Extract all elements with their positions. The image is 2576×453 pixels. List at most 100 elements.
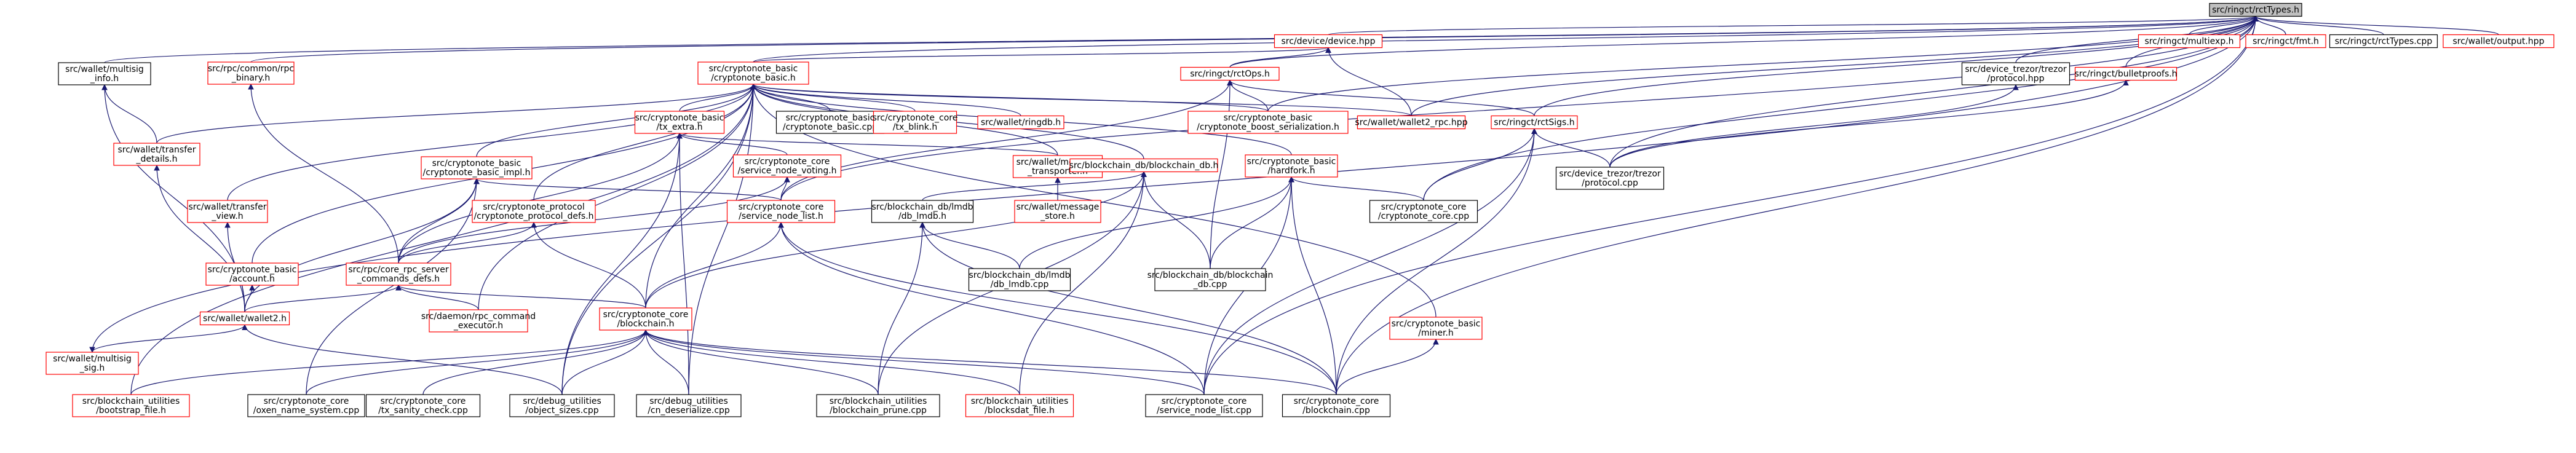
dependency-edge [780, 222, 1337, 395]
node-wallet2-h[interactable]: src/wallet/wallet2.h [199, 311, 290, 326]
node-output-hpp[interactable]: src/wallet/output.hpp [2443, 34, 2554, 49]
dependency-edge [645, 329, 1337, 395]
node-blockchain-prune[interactable]: src/blockchain_utilities/blockchain_prun… [816, 394, 940, 417]
dependency-edge [104, 16, 2256, 63]
node-trezor-protocol-cpp[interactable]: src/device_trezor/trezor/protocol.cpp [1555, 167, 1665, 190]
node-cryptonote-basic-cpp[interactable]: src/cryptonote_basic/cryptonote_basic.cp… [775, 111, 885, 134]
node-label: src/wallet/transfer [188, 202, 266, 212]
node-label: src/wallet/wallet2.h [203, 314, 287, 324]
node-service-node-list-cpp[interactable]: src/cryptonote_core/service_node_list.cp… [1145, 394, 1263, 417]
edge-arrowhead [1227, 79, 1233, 85]
node-multiexp[interactable]: src/ringct/multiexp.h [2138, 34, 2241, 49]
node-trezor-protocol-hpp[interactable]: src/device_trezor/trezor/protocol.hpp [1961, 62, 2071, 85]
dependency-edge [2015, 16, 2256, 63]
node-rctSigs[interactable]: src/ringct/rctSigs.h [1491, 115, 1578, 130]
node-label: /blockchain.h [617, 319, 674, 329]
node-cn-deserialize[interactable]: src/debug_utilities/cn_deserialize.cpp [636, 394, 742, 417]
node-label: src/cryptonote_core [745, 157, 830, 167]
edge-arrowhead [2253, 15, 2259, 22]
node-oxen-name-system[interactable]: src/cryptonote_core/oxen_name_system.cpp [247, 394, 365, 417]
node-boost-serialization[interactable]: src/cryptonote_basic/cryptonote_boost_se… [1187, 111, 1349, 134]
node-blockchain-db-cpp[interactable]: src/blockchain_db/blockchain_db.cpp [1147, 268, 1274, 291]
node-blockchain-h[interactable]: src/cryptonote_core/blockchain.h [599, 307, 692, 331]
node-box [46, 352, 139, 375]
node-object-sizes[interactable]: src/debug_utilities/object_sizes.cpp [509, 394, 615, 417]
node-label: src/wallet/wallet2_rpc.hpp [1355, 118, 1467, 128]
node-rpc-command-executor[interactable]: src/daemon/rpc_command_executor.h [421, 309, 536, 333]
node-tx-blink[interactable]: src/cryptonote_core/tx_blink.h [873, 111, 958, 134]
dependency-edge [679, 84, 754, 112]
node-rctOps[interactable]: src/ringct/rctOps.h [1180, 66, 1280, 81]
node-label: src/blockchain_db/lmdb [969, 270, 1070, 280]
node-fmt[interactable]: src/ringct/fmt.h [2245, 34, 2326, 49]
node-wallet-multisig-info[interactable]: src/wallet/multisig_info.h [58, 62, 151, 85]
node-rctTypes-cpp[interactable]: src/ringct/rctTypes.cpp [2329, 34, 2438, 49]
node-tx-sanity-check[interactable]: src/cryptonote_core/tx_sanity_check.cpp [365, 394, 481, 417]
node-box [1555, 167, 1665, 190]
node-protocol-defs[interactable]: src/cryptonote_protocol/cryptonote_proto… [472, 200, 596, 223]
node-label: /blockchain.cpp [1302, 406, 1370, 416]
node-label: _details.h [136, 154, 178, 164]
node-wallet2-hpp[interactable]: src/wallet/wallet2_rpc.hpp [1355, 115, 1468, 130]
node-ringdb[interactable]: src/wallet/ringdb.h [977, 115, 1064, 130]
node-transfer-view[interactable]: src/wallet/transfer_view.h [187, 200, 268, 223]
node-label: /db_lmdb.cpp [991, 280, 1049, 290]
node-blockchain-db-h[interactable]: src/blockchain_db/blockchain_db.h [1069, 158, 1219, 173]
node-box [472, 200, 596, 223]
dependency-edge [753, 84, 916, 112]
node-db-lmdb-cpp[interactable]: src/blockchain_db/lmdb/db_lmdb.cpp [968, 268, 1071, 291]
node-cryptonote-core-cpp[interactable]: src/cryptonote_core/cryptonote_core.cpp [1369, 200, 1478, 223]
node-miner[interactable]: src/cryptonote_basic/miner.h [1389, 317, 1483, 340]
node-bootstrap-file[interactable]: src/blockchain_utilities/bootstrap_file.… [72, 394, 190, 417]
node-label: src/device/device.hpp [1282, 37, 1376, 47]
node-rpc-common-binary[interactable]: src/rpc/common/rpc_binary.h [207, 61, 295, 85]
node-transfer-details[interactable]: src/wallet/transfer_details.h [113, 143, 200, 166]
node-box [199, 311, 290, 326]
node-rpc-server-commands[interactable]: src/rpc/core_rpc_server_commands_defs.h [346, 262, 451, 286]
node-service-node-list-h[interactable]: src/cryptonote_core/service_node_list.h [726, 200, 836, 223]
node-box [1389, 317, 1483, 340]
dependency-edge [561, 84, 754, 395]
node-label: src/device_trezor/trezor [1965, 65, 2067, 74]
node-device-device[interactable]: src/device/device.hpp [1274, 34, 1383, 49]
node-db-lmdb-h[interactable]: src/blockchain_db/lmdb/db_lmdb.h [871, 200, 974, 223]
node-basic-account[interactable]: src/cryptonote_basic/account.h [205, 262, 299, 286]
dependency-edge [1609, 84, 2016, 168]
node-label: /cryptonote_basic.cpp [783, 122, 878, 132]
node-label: /object_sizes.cpp [525, 406, 598, 416]
dependency-edge [156, 84, 754, 144]
node-wallet-multisig-sig[interactable]: src/wallet/multisig_sig.h [46, 352, 139, 375]
node-basic-impl[interactable]: src/cryptonote_basic/cryptonote_basic_im… [421, 156, 533, 179]
dependency-edge [753, 84, 1412, 117]
node-label: src/blockchain_utilities [82, 396, 180, 406]
node-blocksdat-file[interactable]: src/blockchain_utilities/blocksdat_file.… [965, 394, 1074, 417]
node-label: src/cryptonote_basic [1247, 157, 1336, 167]
node-service-node-voting[interactable]: src/cryptonote_core/service_node_voting.… [732, 154, 842, 178]
dependency-edge [1291, 176, 1424, 201]
edge-arrowhead [474, 178, 480, 184]
dependency-edge [878, 222, 923, 395]
edge-arrowhead [778, 221, 784, 228]
node-label: src/wallet/multisig [53, 354, 132, 364]
dependency-edge [753, 47, 1329, 63]
node-bulletproofs[interactable]: src/ringct/bulletproofs.h [2074, 66, 2178, 81]
node-blockchain-cpp[interactable]: src/cryptonote_core/blockchain.cpp [1282, 394, 1391, 417]
dependency-edge [398, 285, 479, 310]
node-label: src/debug_utilities [523, 396, 601, 406]
dependency-edge [1229, 80, 1535, 116]
node-tx-extra[interactable]: src/cryptonote_basic/tx_extra.h [634, 111, 725, 134]
node-label: src/wallet/multisig [65, 65, 144, 74]
node-box [871, 200, 974, 223]
node-message-store[interactable]: src/wallet/message_store.h [1014, 200, 1101, 223]
node-label: src/ringct/rctSigs.h [1494, 118, 1574, 128]
dependency-edge [130, 329, 646, 395]
node-label: src/cryptonote_basic [635, 113, 724, 123]
node-cryptonote-basic-h[interactable]: src/cryptonote_basic/cryptonote_basic.h [697, 61, 809, 85]
node-box [2074, 66, 2178, 81]
node-hardfork[interactable]: src/cryptonote_basic/hardfork.h [1245, 154, 1338, 178]
dependency-edge [398, 178, 477, 264]
dependency-edge [92, 325, 245, 353]
edge-arrowhead [101, 84, 108, 90]
node-root[interactable]: src/ringct/rctTypes.h [2209, 2, 2302, 17]
dependency-edge [1229, 80, 1269, 112]
